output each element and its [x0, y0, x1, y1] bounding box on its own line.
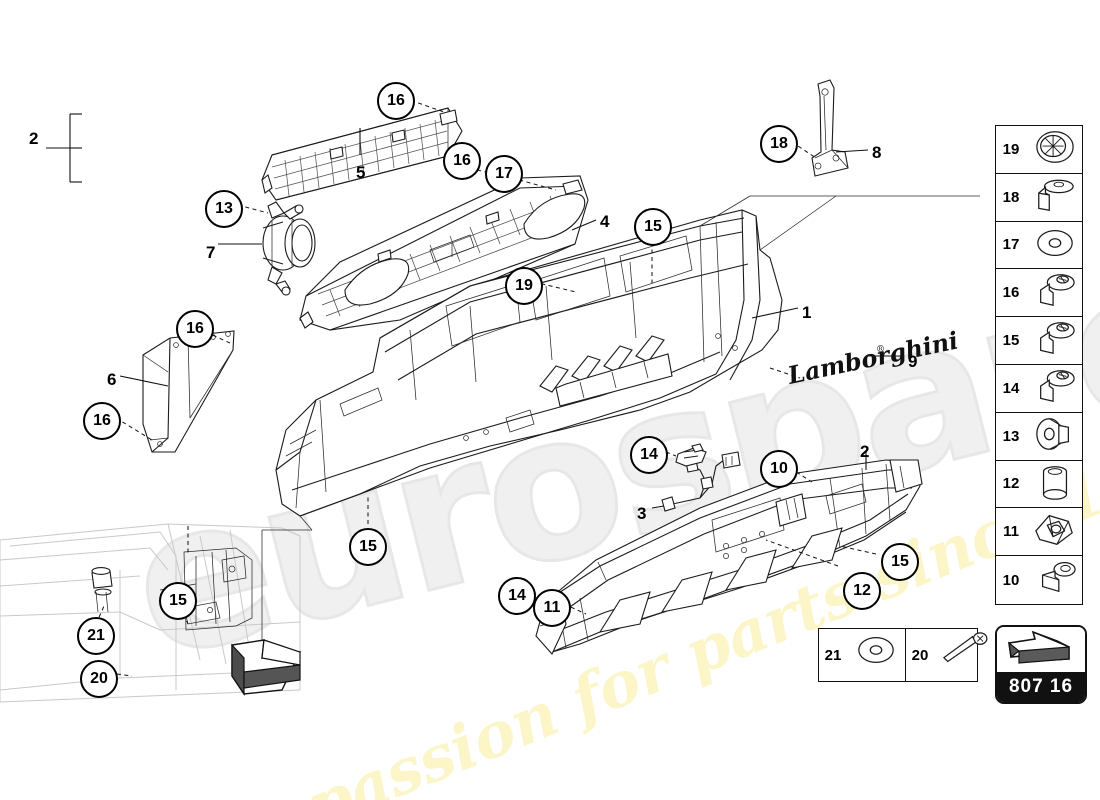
callout-15-bumper-upper[interactable]: 15: [634, 208, 672, 246]
callout-11-rear-bumper[interactable]: 11: [533, 589, 571, 627]
hardware-item-11[interactable]: 11: [996, 508, 1084, 557]
plastic-rivet-icon: [1026, 413, 1084, 460]
torx-screw-icon: [1026, 365, 1084, 412]
spring-cage-nut-icon: [1026, 508, 1084, 555]
hardware-item-10[interactable]: 10: [996, 556, 1082, 604]
hardware-legend-pair: 21 20: [818, 628, 988, 682]
torx-screw-icon: [1026, 269, 1084, 316]
callout-15-rear-bumper[interactable]: 15: [881, 543, 919, 581]
diagram-code-badge: 807 16: [995, 625, 1087, 704]
callout-10-rear-bumper[interactable]: 10: [760, 450, 798, 488]
number-4-lower-grille: 4: [600, 212, 610, 231]
hardware-item-20[interactable]: 20: [906, 629, 992, 681]
hardware-item-21[interactable]: 21: [819, 629, 906, 681]
hardware-number: 17: [1002, 236, 1020, 254]
hardware-number: 11: [1003, 523, 1019, 541]
flange-bolt-icon: [1026, 174, 1084, 221]
flat-washer-icon: [1026, 222, 1084, 269]
threaded-sleeve-icon: [1026, 461, 1084, 508]
callout-20-body-mount[interactable]: 20: [80, 660, 118, 698]
callout-18-bracket[interactable]: 18: [760, 125, 798, 163]
callout-15-body-mount[interactable]: 15: [159, 582, 197, 620]
callout-12-rear-bumper[interactable]: 12: [843, 572, 881, 610]
hardware-number: 19: [1002, 140, 1020, 158]
number-8-bracket: 8: [872, 143, 882, 162]
hardware-item-14[interactable]: 14: [996, 365, 1082, 413]
part-1-front-bumper: [275, 209, 783, 517]
callout-14-clip-upper[interactable]: 14: [630, 436, 668, 474]
callout-15-bumper-lower[interactable]: 15: [349, 528, 387, 566]
svg-text:Lamborghini: Lamborghini: [784, 325, 960, 390]
badge-arrow-icon: [997, 627, 1085, 672]
hardware-number: 15: [1002, 332, 1020, 350]
part-14-clip: [675, 443, 707, 467]
body-structure-ghost: [0, 523, 301, 703]
hardware-item-13[interactable]: 13: [996, 413, 1082, 461]
hardware-item-18[interactable]: 18: [996, 174, 1082, 222]
part-8-bracket: [811, 79, 849, 177]
hardware-item-17[interactable]: 17: [996, 222, 1082, 270]
part-6-deflector: [142, 330, 235, 453]
number-5-upper-grille: 5: [356, 163, 366, 182]
callout-13-fog-lamp[interactable]: 13: [205, 190, 243, 228]
number-7-fog-lamp: 7: [206, 243, 216, 262]
hardware-number: 10: [1002, 571, 1020, 589]
callout-19-bumper[interactable]: 19: [505, 267, 543, 305]
number-2-group: 2: [29, 129, 39, 148]
number-3-wiring-harness: 3: [637, 504, 647, 523]
expanding-rivet-icon: [1026, 126, 1084, 173]
part-2-rear-bumper: [535, 459, 923, 655]
part-9-emblem: Lamborghini ®: [784, 325, 960, 390]
long-bolt-icon: [934, 629, 992, 681]
part-5-upper-grille: [261, 107, 463, 201]
callout-16-deflector-bottom[interactable]: 16: [83, 402, 121, 440]
hardware-item-15[interactable]: 15: [996, 317, 1082, 365]
hardware-number: 14: [1002, 379, 1020, 397]
hardware-number: 13: [1002, 427, 1020, 445]
badge-code-label: 807 16: [997, 672, 1085, 702]
part-7-fog-lamp: [262, 201, 316, 296]
callout-21-body-mount[interactable]: 21: [77, 617, 115, 655]
callout-16-lower-grille[interactable]: 16: [443, 142, 481, 180]
hardware-number: 21: [824, 646, 842, 664]
hardware-number: 16: [1002, 284, 1020, 302]
callout-16-deflector-top[interactable]: 16: [176, 310, 214, 348]
hardware-item-12[interactable]: 12: [996, 461, 1082, 509]
svg-text:®: ®: [876, 345, 885, 355]
hardware-number: 18: [1002, 188, 1020, 206]
hardware-number: 20: [911, 646, 929, 664]
flat-washer-icon: [847, 629, 905, 681]
hardware-item-19[interactable]: 19: [996, 126, 1082, 174]
hex-bolt-icon: [1026, 556, 1084, 604]
callout-14-clip-lower[interactable]: 14: [498, 577, 536, 615]
torx-screw-icon: [1026, 317, 1084, 364]
number-6-deflector: 6: [107, 370, 117, 389]
direction-arrow-icon: [231, 639, 302, 696]
group-bracket-2: [44, 104, 104, 199]
part-3-wiring-harness: [661, 451, 741, 512]
number-9-emblem: 9: [908, 352, 918, 371]
number-2-rear-bumper: 2: [860, 442, 870, 461]
hardware-item-16[interactable]: 16: [996, 269, 1084, 318]
bumper-fins: [539, 335, 673, 407]
hardware-number: 12: [1002, 475, 1020, 493]
number-1-front-bumper: 1: [802, 303, 812, 322]
part-4-lower-grille: [299, 175, 589, 331]
callout-17-lower-grille[interactable]: 17: [485, 155, 523, 193]
hardware-legend-column: 19 18 17 16 15 14 13 12 11 10: [995, 125, 1083, 605]
callout-16-upper-grille[interactable]: 16: [377, 82, 415, 120]
